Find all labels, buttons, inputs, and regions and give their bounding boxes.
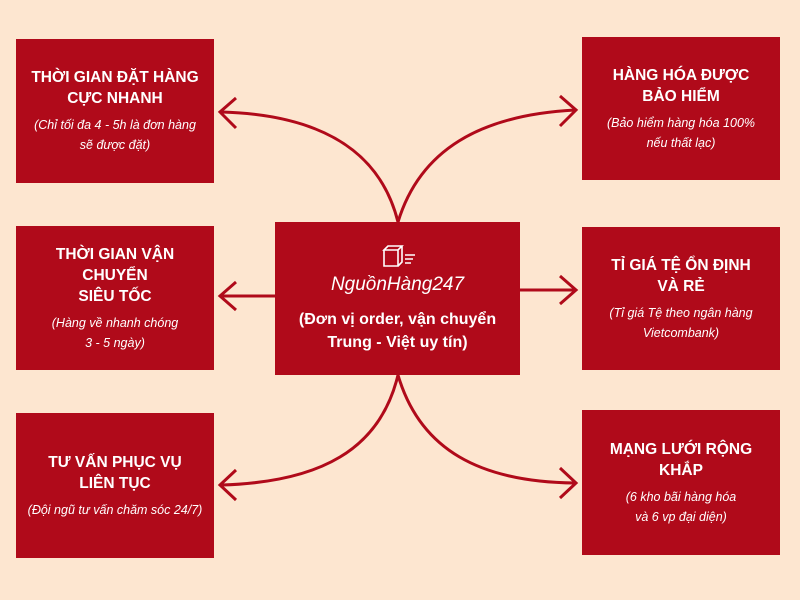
feature-exchange-rate: TỈ GIÁ TỆ ỔN ĐỊNH VÀ RẺ (Tỉ giá Tệ theo … — [582, 227, 780, 370]
arrow-bottom-right — [396, 374, 576, 485]
feature-title: TƯ VẤN PHỤC VỤ LIÊN TỤC — [48, 453, 182, 492]
feature-subtitle: (Chỉ tối đa 4 - 5h là đơn hàng sẽ được đ… — [34, 118, 196, 152]
feature-title: MẠNG LƯỚI RỘNG KHẮP — [609, 440, 753, 479]
feature-insurance: HÀNG HÓA ĐƯỢC BẢO HIỂM (Bảo hiểm hàng hó… — [582, 37, 780, 180]
feature-subtitle: (Tỉ giá Tệ theo ngân hàng Vietcombank) — [609, 305, 753, 340]
feature-network: MẠNG LƯỚI RỘNG KHẮP (6 kho bãi hàng hóa … — [582, 410, 780, 555]
feature-subtitle: (Bảo hiểm hàng hóa 100% nếu thất lạc) — [606, 115, 756, 150]
feature-fast-ordering: THỜI GIAN ĐẶT HÀNG CỰC NHANH (Chỉ tối đa… — [16, 39, 214, 183]
feature-support: TƯ VẤN PHỤC VỤ LIÊN TỤC (Đội ngũ tư vấn … — [16, 413, 214, 558]
feature-title: THỜI GIAN ĐẶT HÀNG CỰC NHANH — [31, 69, 199, 107]
feature-title: THỜI GIAN VẬN CHUYỂN SIÊU TỐC — [55, 245, 175, 305]
feature-subtitle: (Đội ngũ tư vấn chăm sóc 24/7) — [27, 502, 203, 517]
feature-title: HÀNG HÓA ĐƯỢC BẢO HIỂM — [612, 66, 750, 105]
feature-fast-shipping: THỜI GIAN VẬN CHUYỂN SIÊU TỐC (Hàng về n… — [16, 226, 214, 370]
feature-subtitle: (6 kho bãi hàng hóa và 6 vp đại diện) — [625, 489, 737, 524]
box-delivery-icon — [381, 244, 415, 267]
feature-subtitle: (Hàng về nhanh chóng 3 - 5 ngày) — [51, 315, 179, 350]
brand-description: (Đơn vị order, vận chuyển Trung - Việt u… — [298, 310, 497, 351]
brand-name: NguồnHàng247 — [330, 273, 465, 295]
arrow-top-right — [396, 108, 576, 223]
arrow-top-left — [221, 110, 400, 223]
arrow-bottom-left — [221, 374, 400, 487]
center-brand-box: NguồnHàng247 (Đơn vị order, vận chuyển T… — [275, 222, 520, 375]
feature-title: TỈ GIÁ TỆ ỔN ĐỊNH VÀ RẺ — [611, 256, 751, 295]
